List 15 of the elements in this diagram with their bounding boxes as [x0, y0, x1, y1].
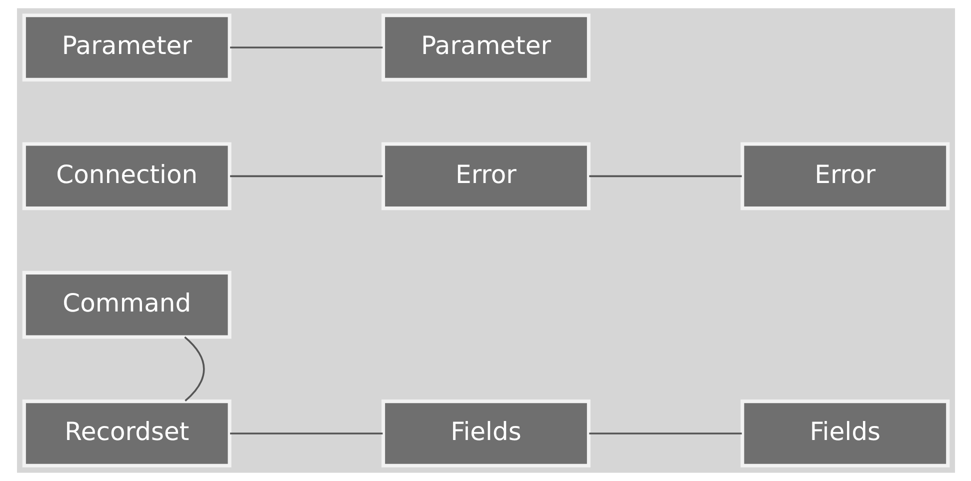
node-box: Connection — [22, 142, 231, 210]
node-box: Command — [22, 270, 231, 339]
connector — [184, 336, 204, 402]
connector — [230, 175, 382, 178]
node-box: Parameter — [380, 14, 590, 82]
node-box: Fields — [380, 400, 590, 468]
connector — [588, 175, 742, 178]
node-box: Error — [740, 142, 950, 210]
node-box: Recordset — [22, 400, 231, 468]
connector — [230, 432, 382, 434]
node-box: Parameter — [22, 14, 231, 82]
connector — [230, 46, 382, 48]
node-box: Error — [380, 142, 590, 210]
node-box: Fields — [740, 400, 950, 468]
connector — [588, 432, 742, 434]
